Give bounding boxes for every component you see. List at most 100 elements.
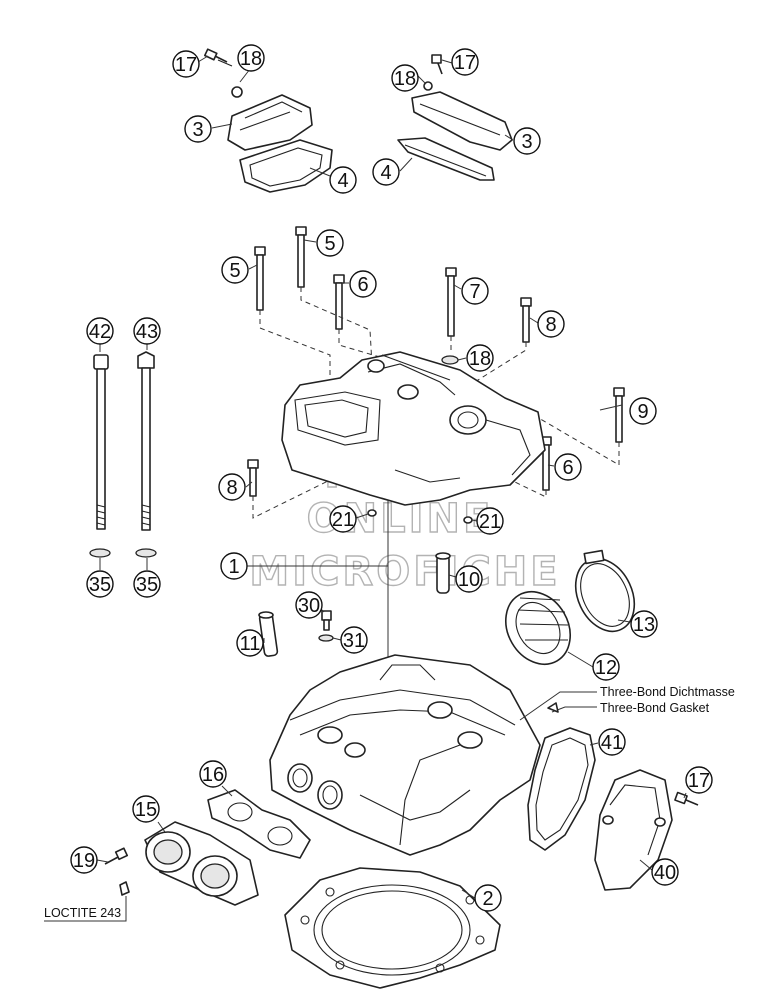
callout-18-mid: 18 — [466, 344, 494, 372]
svg-text:4: 4 — [380, 162, 391, 184]
callout-5-left: 5 — [221, 256, 249, 284]
callout-17-bottom-right: 17 — [685, 766, 713, 794]
svg-text:3: 3 — [521, 131, 532, 153]
valve-cover-gasket-left — [239, 139, 333, 193]
svg-text:31: 31 — [343, 630, 365, 652]
callout-16: 16 — [199, 760, 227, 788]
svg-text:43: 43 — [136, 321, 158, 343]
callout-3-left: 3 — [184, 115, 212, 143]
callout-31: 31 — [340, 626, 368, 654]
head-gasket-2 — [284, 867, 501, 989]
svg-text:8: 8 — [226, 477, 237, 499]
callout-18-top-left: 18 — [237, 44, 265, 72]
callout-35-b: 35 — [133, 570, 161, 598]
valve-cover-gasket-right — [397, 137, 495, 181]
callout-8-right: 8 — [537, 310, 565, 338]
svg-text:21: 21 — [332, 509, 354, 531]
callout-5-top: 5 — [316, 229, 344, 257]
svg-text:42: 42 — [89, 321, 111, 343]
callout-8-left: 8 — [218, 473, 246, 501]
callout-21-right: 21 — [476, 507, 504, 535]
svg-text:18: 18 — [469, 348, 491, 370]
plug-30-31 — [318, 610, 334, 642]
svg-text:13: 13 — [633, 614, 655, 636]
svg-text:15: 15 — [135, 799, 157, 821]
svg-text:19: 19 — [73, 850, 95, 872]
svg-text:6: 6 — [562, 457, 573, 479]
callout-4-right: 4 — [372, 158, 400, 186]
svg-text:17: 17 — [175, 54, 197, 76]
svg-text:18: 18 — [240, 48, 262, 70]
valve-cover-left — [203, 48, 313, 151]
callout-18-top-right: 18 — [391, 64, 419, 92]
intake-flange — [505, 591, 571, 665]
callout-42: 42 — [86, 317, 114, 345]
oring-21-right — [463, 516, 473, 524]
callout-21-left: 21 — [329, 505, 357, 533]
camshaft-carrier — [281, 351, 546, 506]
timing-cover-40 — [594, 769, 673, 891]
stud-43 — [137, 351, 155, 531]
watermark-line-3: MICROFICHE — [249, 549, 560, 595]
callout-17-top-right: 17 — [451, 48, 479, 76]
cylinder-head — [269, 654, 541, 856]
bolt-17-bottom — [674, 791, 699, 806]
callout-6-right: 6 — [554, 453, 582, 481]
washer-35-b — [135, 548, 157, 558]
svg-text:11: 11 — [240, 633, 261, 655]
valve-guide-11 — [258, 611, 279, 657]
svg-text:17: 17 — [688, 770, 710, 792]
svg-text:4: 4 — [337, 170, 348, 192]
callout-7: 7 — [461, 277, 489, 305]
callout-11: 11 — [236, 629, 264, 657]
valve-guide-10 — [435, 552, 451, 594]
svg-text:12: 12 — [595, 657, 617, 679]
intake-gasket-16 — [207, 789, 311, 859]
callout-15: 15 — [132, 795, 160, 823]
callout-17-top-left: 17 — [172, 50, 200, 78]
svg-text:5: 5 — [324, 233, 335, 255]
stud-42 — [93, 354, 109, 530]
svg-text:6: 6 — [357, 274, 368, 296]
svg-text:1: 1 — [228, 556, 239, 578]
svg-text:3: 3 — [192, 119, 203, 141]
callout-43: 43 — [133, 317, 161, 345]
notes: Three-Bond Dichtmasse Three-Bond Gasket … — [44, 685, 735, 920]
callout-13: 13 — [630, 610, 658, 638]
callout-4-left: 4 — [329, 166, 357, 194]
oring-21-left — [367, 509, 377, 517]
callout-3-right: 3 — [513, 127, 541, 155]
svg-text:16: 16 — [202, 764, 224, 786]
callout-41: 41 — [598, 728, 626, 756]
svg-text:40: 40 — [654, 862, 676, 884]
callout-2: 2 — [474, 884, 502, 912]
svg-text:10: 10 — [458, 569, 480, 591]
callouts: 17 18 3 4 18 17 3 4 5 5 6 7 8 18 9 6 8 4… — [70, 44, 713, 912]
svg-text:18: 18 — [394, 68, 416, 90]
svg-text:41: 41 — [601, 732, 623, 754]
svg-text:7: 7 — [469, 281, 480, 303]
screw-19 — [104, 847, 130, 896]
svg-text:5: 5 — [229, 260, 240, 282]
callout-19: 19 — [70, 846, 98, 874]
svg-text:35: 35 — [89, 574, 111, 596]
svg-text:2: 2 — [482, 888, 493, 910]
svg-text:30: 30 — [298, 595, 320, 617]
callout-30: 30 — [295, 591, 323, 619]
callout-12: 12 — [592, 653, 620, 681]
valve-cover-right — [411, 54, 513, 151]
svg-text:8: 8 — [545, 314, 556, 336]
leader-lines — [44, 55, 687, 922]
callout-10: 10 — [455, 565, 483, 593]
note-gasket: Three-Bond Gasket — [600, 701, 710, 715]
callout-9: 9 — [629, 397, 657, 425]
hose-clamp — [574, 549, 636, 633]
washer-35-a — [89, 548, 111, 558]
cover-gasket-41 — [527, 727, 596, 851]
callout-40: 40 — [651, 858, 679, 886]
svg-text:9: 9 — [637, 401, 648, 423]
callout-35-a: 35 — [86, 570, 114, 598]
note-loctite: LOCTITE 243 — [44, 906, 121, 920]
